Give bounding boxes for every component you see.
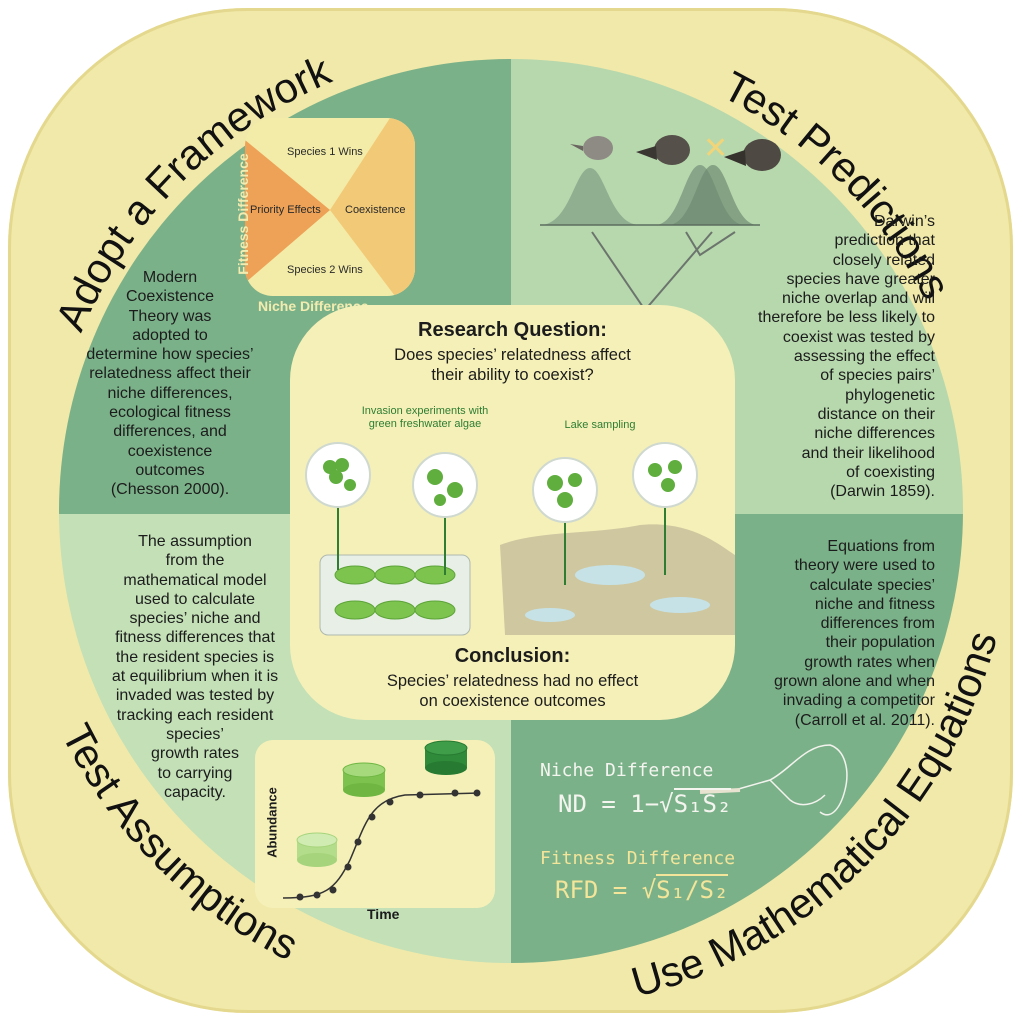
- region-coexistence: Coexistence: [345, 204, 406, 216]
- region-species1-wins: Species 1 Wins: [287, 146, 363, 158]
- cross-icon: ✕: [703, 132, 728, 165]
- sqrt-icon: √: [641, 876, 657, 904]
- fitness-difference-title: Fitness Difference: [540, 848, 736, 869]
- data-point: [473, 789, 481, 797]
- niche-curve: [540, 168, 640, 225]
- y-axis-abundance: Abundance: [264, 787, 280, 858]
- niche-overlap-illustration: ✕: [540, 132, 781, 312]
- region-species2-wins: Species 2 Wins: [287, 264, 363, 276]
- priority-effects-region: [245, 140, 330, 283]
- research-question-title: Research Question:: [418, 319, 607, 341]
- y-axis-fitness-difference: Fitness Difference: [235, 153, 251, 275]
- data-point: [296, 893, 304, 901]
- conclusion-title: Conclusion:: [454, 645, 571, 667]
- data-point: [329, 886, 337, 894]
- lake-sampling-label: Lake sampling: [564, 419, 636, 431]
- data-point: [451, 789, 459, 797]
- coexistence-framework-chart: Species 1 Wins Priority Effects Coexiste…: [245, 118, 415, 296]
- data-point: [386, 798, 394, 806]
- bird-icon: [636, 135, 690, 165]
- petri-dish-icon: [424, 740, 468, 775]
- petri-dish-icon: [296, 832, 338, 867]
- bird-icon: [570, 136, 613, 160]
- niche-difference-title: Niche Difference: [540, 760, 714, 781]
- region-priority-effects: Priority Effects: [250, 204, 321, 216]
- research-question-panel: Research Question: Does species’ related…: [290, 305, 735, 720]
- experiment-illustration: [305, 442, 735, 636]
- hand-drawing-icon: [734, 744, 848, 816]
- fitness-difference-equation: RFD = √S₁/S₂: [555, 874, 729, 904]
- niche-curve: [668, 165, 758, 225]
- bird-icon: [724, 139, 781, 171]
- petri-dish-icon: [342, 762, 386, 797]
- niche-difference-equation: ND = 1−√S₁S₂: [558, 788, 732, 818]
- data-point: [313, 891, 321, 899]
- data-point: [368, 813, 376, 821]
- sqrt-icon: √: [659, 790, 674, 818]
- algae-magnifier: [412, 452, 478, 518]
- data-point: [344, 863, 352, 871]
- algae-magnifier: [532, 457, 598, 523]
- algae-magnifier: [632, 442, 698, 508]
- chalk-icon: [699, 788, 741, 794]
- data-point: [354, 838, 362, 846]
- x-axis-time: Time: [367, 906, 400, 922]
- growth-curve-panel: Abundance Time: [255, 740, 495, 922]
- data-point: [416, 791, 424, 799]
